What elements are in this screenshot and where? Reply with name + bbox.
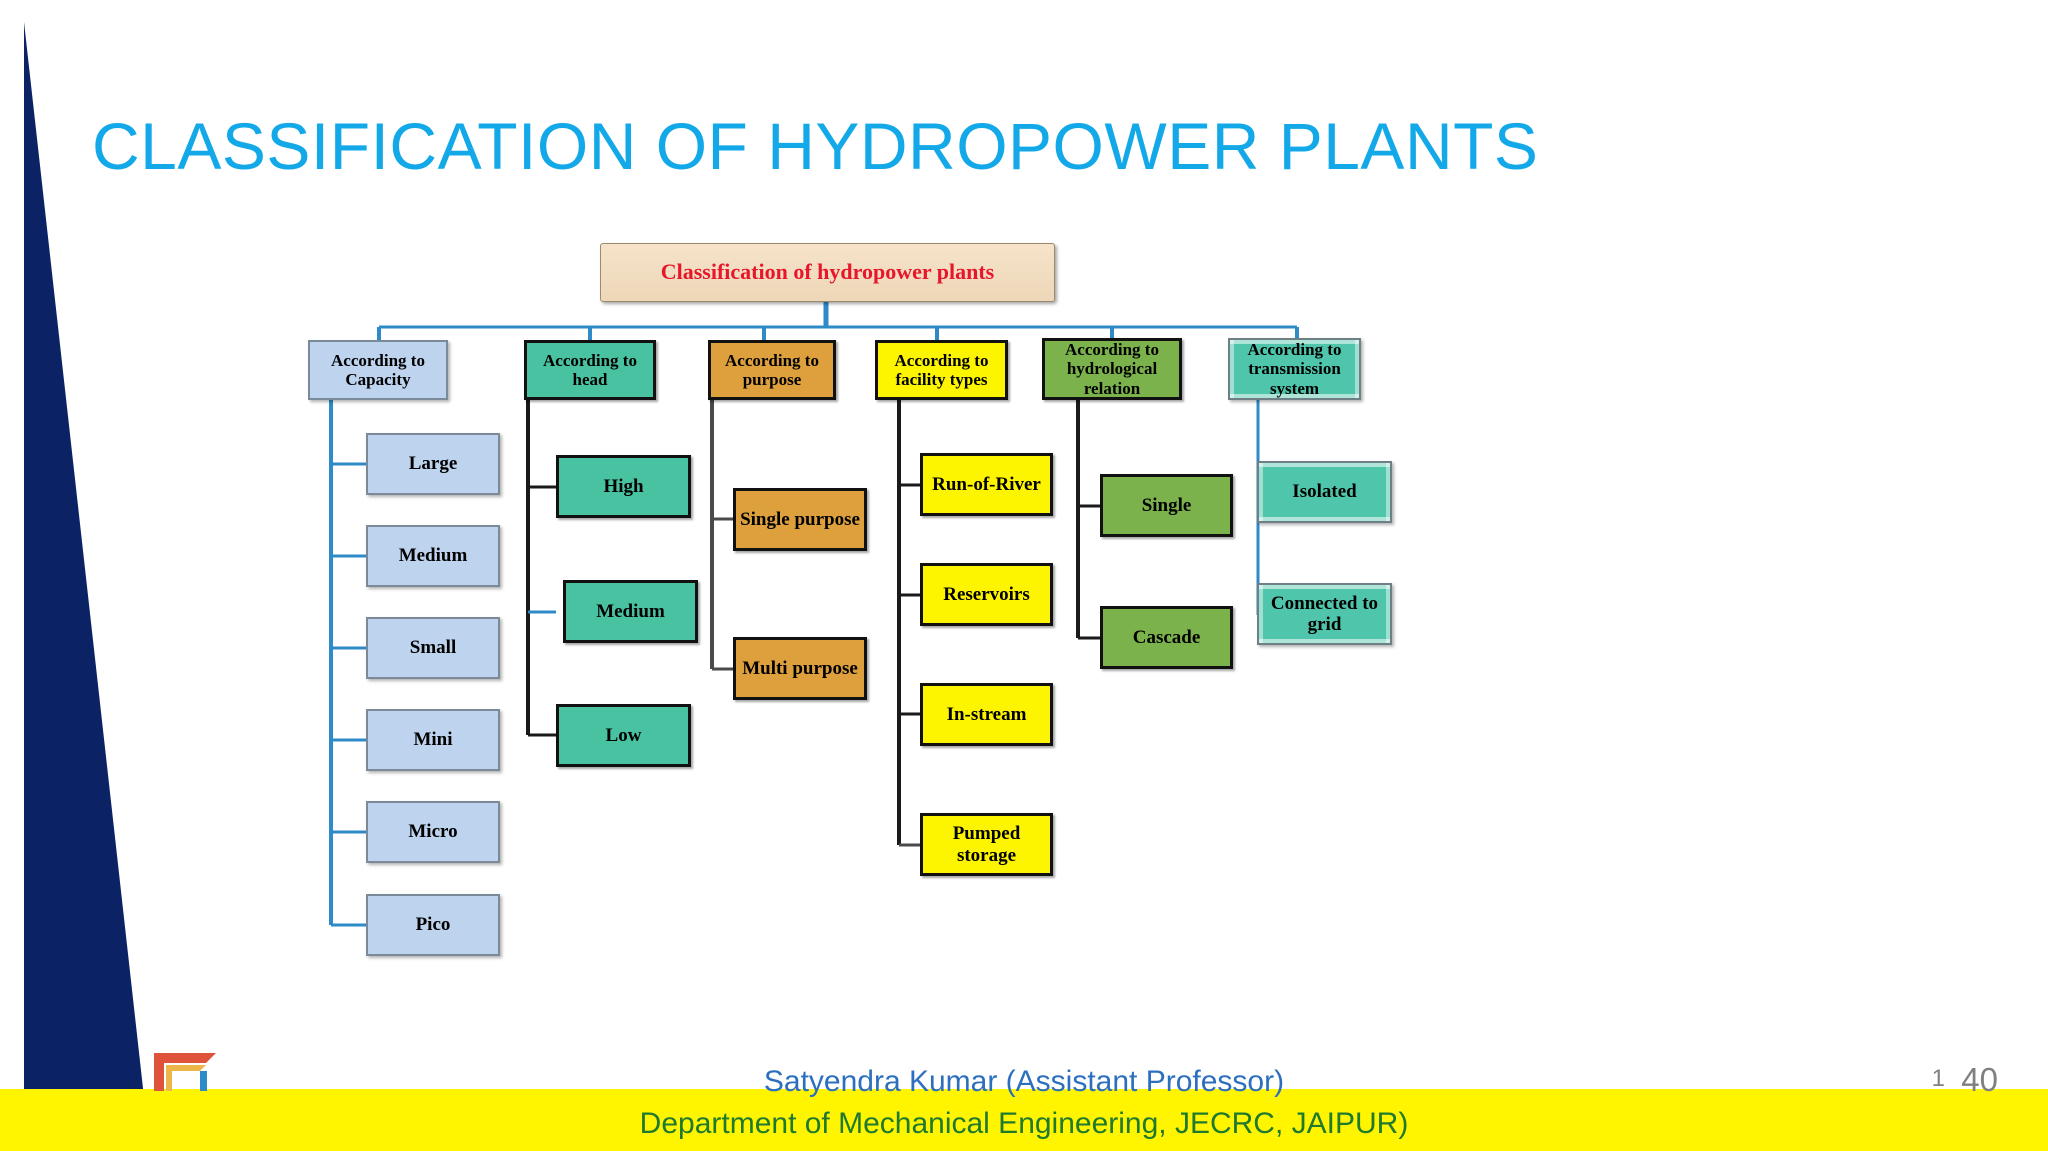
- node-capacity-large-label: Large: [408, 453, 458, 475]
- node-purpose-single[interactable]: Single purpose: [733, 488, 867, 551]
- node-branch-transmission-system[interactable]: According to transmission system: [1228, 338, 1361, 400]
- node-facility-run-of-river-label: Run-of-River: [932, 473, 1041, 495]
- node-transmission-connected-to-grid[interactable]: Connected to grid: [1257, 583, 1392, 645]
- node-branch-facility-types-label: According to facility types: [894, 350, 989, 389]
- node-facility-pumped-storage[interactable]: Pumped storage: [920, 813, 1053, 876]
- node-facility-reservoirs[interactable]: Reservoirs: [920, 563, 1053, 626]
- node-branch-facility-types[interactable]: According to facility types: [875, 340, 1008, 400]
- node-branch-hydrological-relation-label: According to hydrological relation: [1065, 340, 1159, 398]
- footer-presenter: Satyendra Kumar (Assistant Professor): [763, 1065, 1285, 1098]
- node-branch-hydrological-relation[interactable]: According to hydrological relation: [1042, 338, 1182, 400]
- node-capacity-mini[interactable]: Mini: [366, 709, 500, 771]
- node-head-low[interactable]: Low: [556, 704, 691, 767]
- node-root[interactable]: Classification of hydropower plants: [600, 243, 1055, 302]
- node-root-label: Classification of hydropower plants: [660, 259, 995, 285]
- node-facility-in-stream-label: In-stream: [946, 703, 1027, 725]
- footer-department: Department of Mechanical Engineering, JE…: [639, 1107, 1409, 1140]
- page-number-total: 40: [1961, 1061, 1998, 1098]
- node-transmission-connected-to-grid-label: Connected to grid: [1270, 592, 1379, 635]
- node-branch-purpose[interactable]: According to purpose: [708, 340, 836, 400]
- node-facility-pumped-storage-label: Pumped storage: [952, 823, 1021, 866]
- node-branch-head[interactable]: According to head: [524, 340, 656, 400]
- node-branch-transmission-system-label: According to transmission system: [1247, 340, 1342, 398]
- node-transmission-isolated[interactable]: Isolated: [1257, 461, 1392, 523]
- node-facility-in-stream[interactable]: In-stream: [920, 683, 1053, 746]
- page-title: CLASSIFICATION OF HYDROPOWER PLANTS: [92, 109, 1539, 183]
- node-capacity-mini-label: Mini: [413, 729, 453, 751]
- node-capacity-medium-label: Medium: [398, 545, 468, 567]
- node-capacity-large[interactable]: Large: [366, 433, 500, 495]
- page-number-current: 1: [1931, 1065, 1945, 1092]
- node-facility-reservoirs-label: Reservoirs: [943, 583, 1030, 605]
- node-capacity-micro-label: Micro: [408, 821, 458, 843]
- node-hydrological-single-label: Single: [1141, 494, 1192, 516]
- node-purpose-multi[interactable]: Multi purpose: [733, 637, 867, 700]
- footer-bar: [0, 1089, 2048, 1151]
- node-branch-capacity-label: According to Capacity: [331, 350, 425, 389]
- node-capacity-small[interactable]: Small: [366, 617, 500, 679]
- node-capacity-medium[interactable]: Medium: [366, 525, 500, 587]
- node-capacity-pico[interactable]: Pico: [366, 894, 500, 956]
- node-transmission-isolated-label: Isolated: [1292, 481, 1357, 503]
- node-hydrological-single[interactable]: Single: [1100, 474, 1233, 537]
- node-purpose-single-label: Single purpose: [740, 508, 860, 530]
- node-head-medium-label: Medium: [596, 600, 665, 622]
- node-branch-purpose-label: According to purpose: [725, 350, 819, 389]
- node-facility-run-of-river[interactable]: Run-of-River: [920, 453, 1053, 516]
- node-purpose-multi-label: Multi purpose: [742, 657, 858, 679]
- node-capacity-micro[interactable]: Micro: [366, 801, 500, 863]
- node-head-high[interactable]: High: [556, 455, 691, 518]
- node-hydrological-cascade[interactable]: Cascade: [1100, 606, 1233, 669]
- node-capacity-pico-label: Pico: [415, 914, 451, 936]
- node-hydrological-cascade-label: Cascade: [1132, 626, 1201, 648]
- node-branch-capacity[interactable]: According to Capacity: [308, 340, 448, 400]
- node-capacity-small-label: Small: [409, 637, 457, 659]
- institution-logo-icon: [154, 1053, 216, 1091]
- node-head-low-label: Low: [605, 724, 642, 746]
- node-branch-head-label: According to head: [543, 350, 637, 389]
- node-head-high-label: High: [603, 475, 644, 497]
- node-head-medium[interactable]: Medium: [563, 580, 698, 643]
